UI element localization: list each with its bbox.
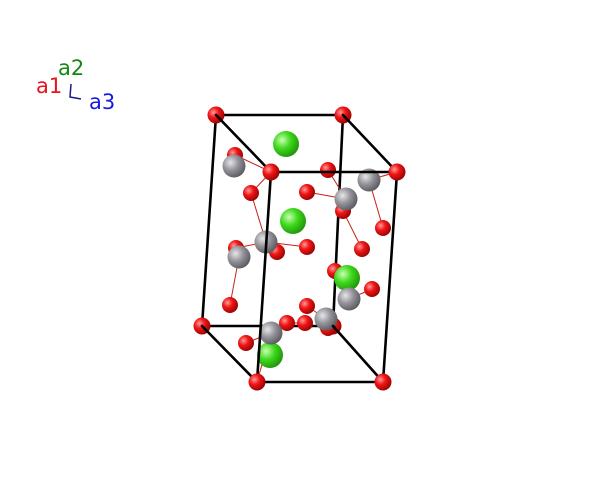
- green-atom: [257, 342, 283, 368]
- axis-indicator-stem: [69, 83, 82, 100]
- cell-edge: [255, 170, 273, 384]
- green-atom: [273, 131, 299, 157]
- oxygen-atom: [374, 373, 392, 391]
- oxygen-atom: [320, 162, 336, 178]
- cell-edge: [381, 170, 399, 384]
- cell-edge: [214, 113, 273, 174]
- oxygen-atom: [248, 373, 266, 391]
- green-atom: [334, 265, 360, 291]
- cell-edge: [200, 324, 259, 384]
- axis-label-a2: a2: [58, 56, 84, 80]
- oxygen-atom: [299, 239, 315, 255]
- gray-atom: [357, 168, 381, 192]
- cell-edge: [341, 113, 399, 174]
- gray-atom: [227, 245, 251, 269]
- cell-edge: [200, 113, 218, 328]
- cell-edge: [331, 113, 345, 328]
- oxygen-atom: [279, 315, 295, 331]
- oxygen-atom: [222, 297, 238, 313]
- atoms-back: [193, 106, 391, 368]
- gray-atom: [334, 187, 358, 211]
- oxygen-atom: [262, 163, 280, 181]
- atoms-front: [248, 163, 406, 391]
- oxygen-atom: [388, 163, 406, 181]
- oxygen-atom: [238, 335, 254, 351]
- axes-indicator: a1 a2 a3: [36, 56, 115, 114]
- axis-label-a1: a1: [36, 74, 62, 98]
- gray-atom: [259, 321, 283, 345]
- axis-label-a3: a3: [89, 90, 115, 114]
- cell-edge: [331, 324, 385, 384]
- oxygen-atom: [299, 184, 315, 200]
- oxygen-atom: [243, 185, 259, 201]
- gray-atom: [314, 307, 338, 331]
- unit-cell-front-edges: [200, 113, 399, 384]
- oxygen-atom: [297, 315, 313, 331]
- oxygen-atom: [364, 281, 380, 297]
- oxygen-atom: [299, 298, 315, 314]
- green-atom: [280, 208, 306, 234]
- gray-atom: [222, 154, 246, 178]
- unit-cell-back-edges: [200, 113, 345, 328]
- oxygen-atom: [375, 220, 391, 236]
- gray-atom: [337, 287, 361, 311]
- oxygen-atom: [354, 241, 370, 257]
